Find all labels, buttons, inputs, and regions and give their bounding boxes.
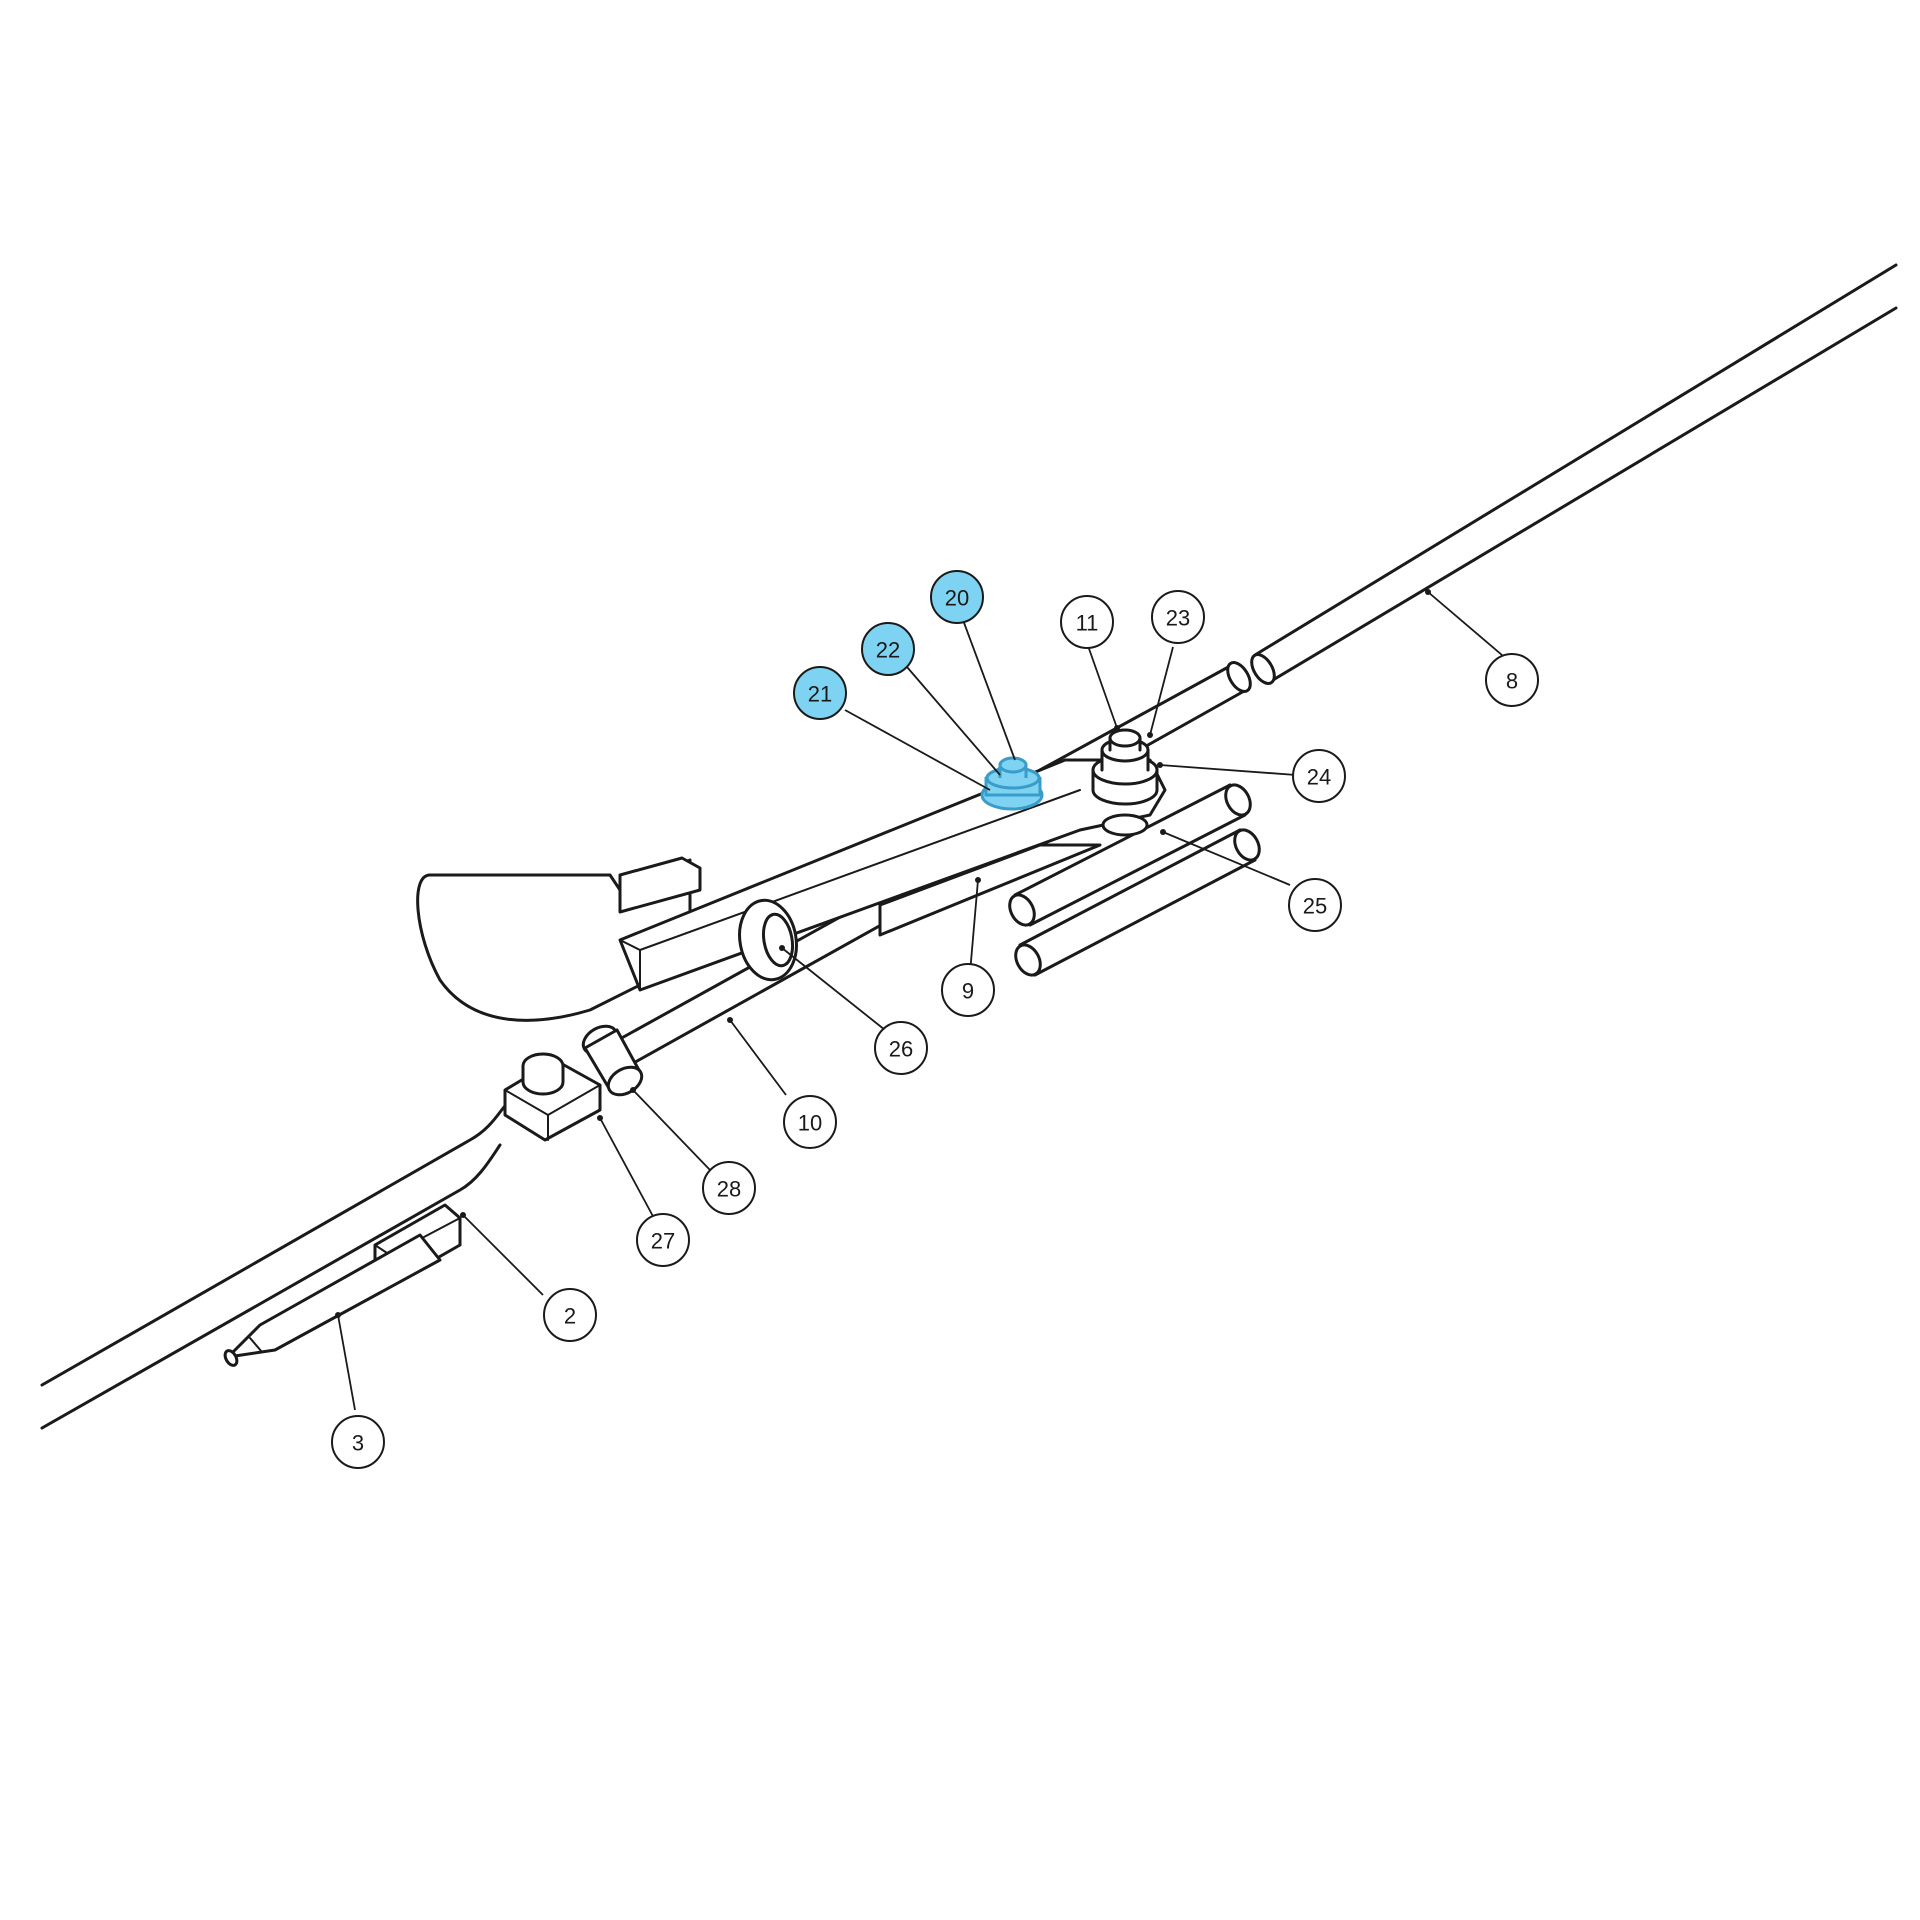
callout-27[interactable]: 27: [636, 1213, 690, 1267]
callout-circle: [1151, 590, 1205, 644]
callout-circle: [543, 1288, 597, 1342]
rod-lower: [40, 1098, 512, 1430]
callout-circle: [941, 963, 995, 1017]
clevis-27: [503, 1052, 602, 1142]
callout-label: 3: [352, 1431, 364, 1456]
callout-2[interactable]: 2: [543, 1288, 597, 1342]
callout-25[interactable]: 25: [1288, 878, 1342, 932]
callout-circle: [930, 570, 984, 624]
callout-label: 10: [798, 1111, 822, 1136]
lever-9: [618, 758, 1167, 992]
leader-lines: [337, 591, 1510, 1411]
callout-3[interactable]: 3: [331, 1415, 385, 1469]
callout-circle: [861, 622, 915, 676]
callout-label: 24: [1307, 765, 1331, 790]
paddle: [416, 856, 702, 1022]
callout-21[interactable]: 21: [793, 666, 847, 720]
leader-arrowheads: [335, 589, 1431, 1318]
pin-3: [223, 1233, 442, 1367]
ring-26: [738, 898, 798, 982]
callout-label: 26: [889, 1037, 913, 1062]
callout-11[interactable]: 11: [1060, 595, 1114, 649]
callout-10[interactable]: 10: [783, 1095, 837, 1149]
callout-22[interactable]: 22: [861, 622, 915, 676]
callout-28[interactable]: 28: [702, 1161, 756, 1215]
callout-23[interactable]: 23: [1151, 590, 1205, 644]
callout-24[interactable]: 24: [1292, 749, 1346, 803]
callout-label: 2: [564, 1304, 576, 1329]
callout-label: 27: [651, 1229, 675, 1254]
callout-circle: [331, 1415, 385, 1469]
callout-circle: [783, 1095, 837, 1149]
callout-26[interactable]: 26: [874, 1021, 928, 1075]
callout-8[interactable]: 8: [1485, 653, 1539, 707]
callout-circle: [702, 1161, 756, 1215]
callout-circle: [1060, 595, 1114, 649]
callout-label: 9: [962, 979, 974, 1004]
callout-label: 8: [1506, 669, 1518, 694]
callout-circle: [1288, 878, 1342, 932]
callout-label: 11: [1076, 611, 1099, 636]
callout-label: 23: [1166, 606, 1190, 631]
callout-label: 25: [1303, 894, 1327, 919]
callout-label: 28: [717, 1177, 741, 1202]
callout-20[interactable]: 20: [930, 570, 984, 624]
callout-circle: [874, 1021, 928, 1075]
callout-9[interactable]: 9: [941, 963, 995, 1017]
callout-label: 21: [808, 682, 832, 707]
callout-circle: [793, 666, 847, 720]
callout-label: 20: [945, 586, 969, 611]
callout-circle: [1485, 653, 1539, 707]
callout-circle: [1292, 749, 1346, 803]
fastener-stack-highlighted: [980, 756, 1044, 811]
callout-circle: [636, 1213, 690, 1267]
callout-label: 22: [876, 638, 900, 663]
rod-8: [1038, 263, 1898, 802]
bolt-stack-right: [1091, 728, 1159, 837]
